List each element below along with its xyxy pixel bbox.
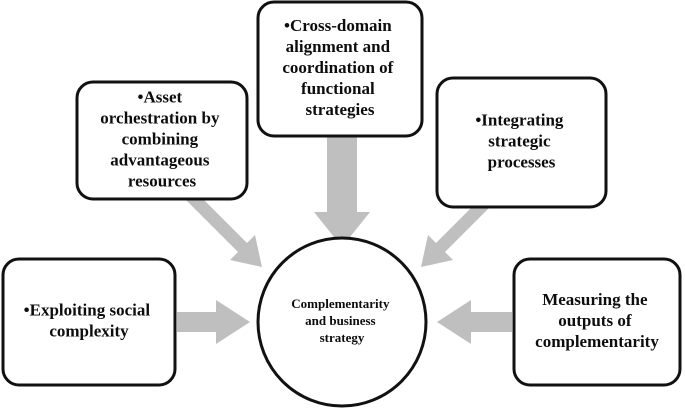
node-asset-orchestration[interactable]: •Asset orchestration by combining advant… — [75, 80, 249, 201]
node-line: strategies — [306, 100, 375, 119]
node-cross-domain-alignment-box[interactable] — [256, 0, 424, 138]
node-integrating-strategic-processes[interactable]: •Integrating strategic processes — [435, 76, 608, 209]
center-hub[interactable]: Complementarity and business strategy — [256, 236, 428, 408]
node-cross-domain-alignment-label: •Cross-domain alignment and coordination… — [282, 16, 397, 119]
arrow-layer — [177, 136, 512, 344]
node-asset-orchestration-box[interactable] — [75, 80, 249, 201]
node-line: •Asset — [138, 87, 183, 106]
node-line: outputs of — [558, 311, 632, 330]
center-line: Complementarity — [291, 296, 390, 311]
node-line: alignment and — [286, 37, 391, 56]
node-exploiting-social-complexity-label: •Exploiting social complexity — [24, 300, 155, 340]
node-line: complexity — [49, 321, 129, 340]
arrow-asset-to-center — [186, 191, 262, 267]
node-line: combining — [122, 129, 199, 148]
node-line: processes — [488, 152, 556, 171]
arrow-measuring-to-center — [437, 300, 512, 344]
center-line: strategy — [320, 330, 365, 345]
node-exploiting-social-complexity[interactable]: •Exploiting social complexity — [1, 257, 177, 387]
arrow-integrating-to-center — [421, 191, 497, 267]
node-line: Measuring the — [542, 290, 648, 309]
center-hub-circle[interactable] — [256, 236, 428, 408]
node-measuring-outputs-box[interactable] — [512, 257, 682, 387]
node-exploiting-social-complexity-box[interactable] — [1, 257, 177, 387]
node-line: functional — [301, 79, 375, 98]
arrow-cross-domain-to-center — [314, 136, 370, 247]
node-line: complementarity — [535, 332, 659, 351]
arrow-exploiting-to-center — [177, 300, 250, 344]
node-line: strategic — [488, 131, 551, 150]
node-cross-domain-alignment[interactable]: •Cross-domain alignment and coordination… — [256, 0, 424, 138]
center-line: and business — [305, 313, 375, 328]
node-line: orchestration by — [100, 108, 220, 127]
node-asset-orchestration-label: •Asset orchestration by combining advant… — [100, 87, 223, 190]
node-line: •Cross-domain — [284, 16, 392, 35]
node-measuring-outputs[interactable]: Measuring the outputs of complementarity — [512, 257, 682, 387]
node-line: •Exploiting social — [24, 300, 151, 319]
center-hub-label: Complementarity and business strategy — [291, 296, 392, 345]
node-line: advantageous — [110, 150, 210, 169]
node-line: resources — [128, 171, 197, 190]
node-measuring-outputs-label: Measuring the outputs of complementarity — [535, 290, 659, 351]
node-line: •Integrating — [475, 110, 564, 129]
node-integrating-strategic-processes-label: •Integrating strategic processes — [475, 110, 567, 171]
node-integrating-strategic-processes-box[interactable] — [435, 76, 608, 209]
node-line: coordination of — [282, 58, 393, 77]
